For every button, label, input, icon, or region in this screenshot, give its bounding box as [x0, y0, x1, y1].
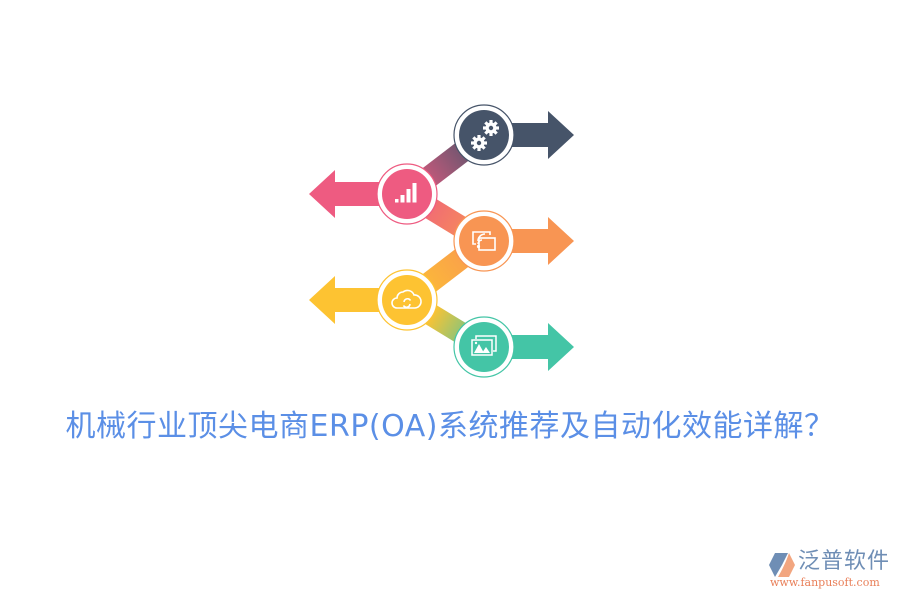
node-4	[376, 269, 438, 331]
arrow-right-5	[500, 323, 574, 371]
arrow-left-2	[309, 170, 391, 218]
screen-cast-icon	[472, 231, 496, 251]
brand-logo[interactable]: 泛普软件 www.fanpusoft.com	[766, 549, 896, 590]
gears-icon	[471, 120, 499, 151]
arrow-right-3	[500, 217, 574, 265]
arrow-right-1	[500, 111, 574, 159]
node-1	[453, 104, 515, 166]
infographic-diagram	[309, 104, 574, 378]
brand-name: 泛普软件	[798, 549, 891, 574]
page-title: 机械行业顶尖电商ERP(OA)系统推荐及自动化效能详解？	[65, 409, 835, 444]
cloud-sync-icon	[391, 289, 422, 309]
node-5	[453, 316, 515, 378]
node-2	[376, 163, 438, 225]
node-3	[453, 210, 515, 272]
arrows	[309, 111, 574, 371]
bar-chart-icon	[395, 183, 417, 203]
fanpu-logo-icon	[769, 553, 795, 577]
arrow-left-4	[309, 276, 391, 324]
brand-url[interactable]: www.fanpusoft.com	[770, 576, 880, 589]
image-gallery-icon	[471, 335, 497, 356]
